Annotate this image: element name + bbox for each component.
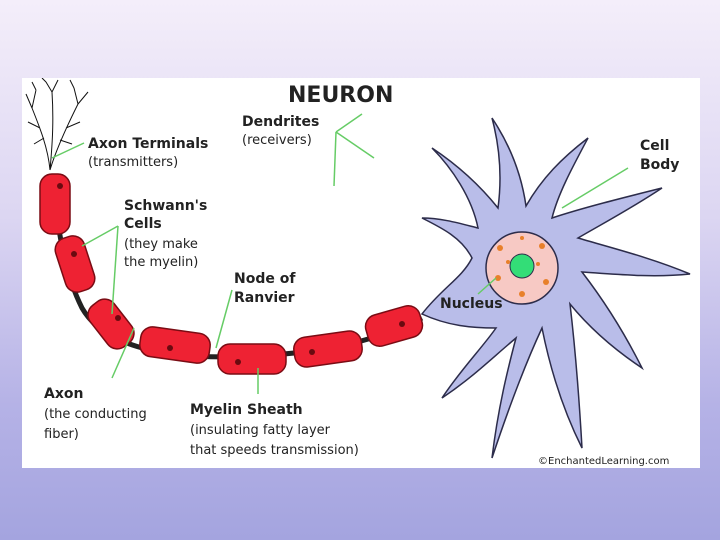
diagram-panel: NEURON Dendrites (receivers) Axon Termin… (22, 78, 700, 468)
schwann-cell (364, 304, 424, 348)
credit-text: ©EnchantedLearning.com (538, 456, 669, 467)
myelin-segments (39, 173, 424, 375)
schwann-nuclei (57, 183, 405, 365)
label-axon-terminals-sub: (transmitters) (88, 155, 178, 170)
label-myelin-sub1: (insulating fatty layer (190, 423, 331, 438)
pointer-lines (51, 113, 629, 394)
label-cell-body-line2: Body (640, 157, 679, 173)
label-node-line1: Node of (234, 271, 296, 287)
neuron-diagram: NEURON Dendrites (receivers) Axon Termin… (25, 78, 691, 467)
label-cell-body-line1: Cell (640, 138, 669, 154)
label-schwann-sub1: (they make (124, 237, 198, 252)
label-dendrites: Dendrites (242, 114, 319, 130)
label-node-line2: Ranvier (234, 290, 295, 306)
cell-body-graphic (420, 117, 691, 459)
cell-body (420, 117, 691, 459)
label-myelin: Myelin Sheath (190, 402, 303, 418)
schwann-cell (39, 173, 71, 235)
axon-terminals-graphic (25, 78, 89, 171)
schwann-cell (293, 330, 363, 368)
schwann-cell (139, 326, 211, 364)
label-axon-sub2: fiber) (44, 427, 79, 442)
label-axon-terminals: Axon Terminals (88, 136, 208, 152)
label-schwann-line1: Schwann's (124, 198, 207, 214)
label-myelin-sub2: that speeds transmission) (190, 443, 359, 458)
label-axon: Axon (44, 386, 83, 402)
label-axon-sub1: (the conducting (44, 407, 147, 422)
diagram-title: NEURON (288, 83, 393, 108)
label-nucleus: Nucleus (440, 296, 503, 312)
schwann-cell (217, 343, 287, 375)
label-schwann-sub2: the myelin) (124, 255, 198, 270)
nucleus-graphic (485, 231, 559, 305)
label-schwann-line2: Cells (124, 216, 162, 232)
label-dendrites-sub: (receivers) (242, 133, 312, 148)
schwann-cell (54, 235, 96, 293)
